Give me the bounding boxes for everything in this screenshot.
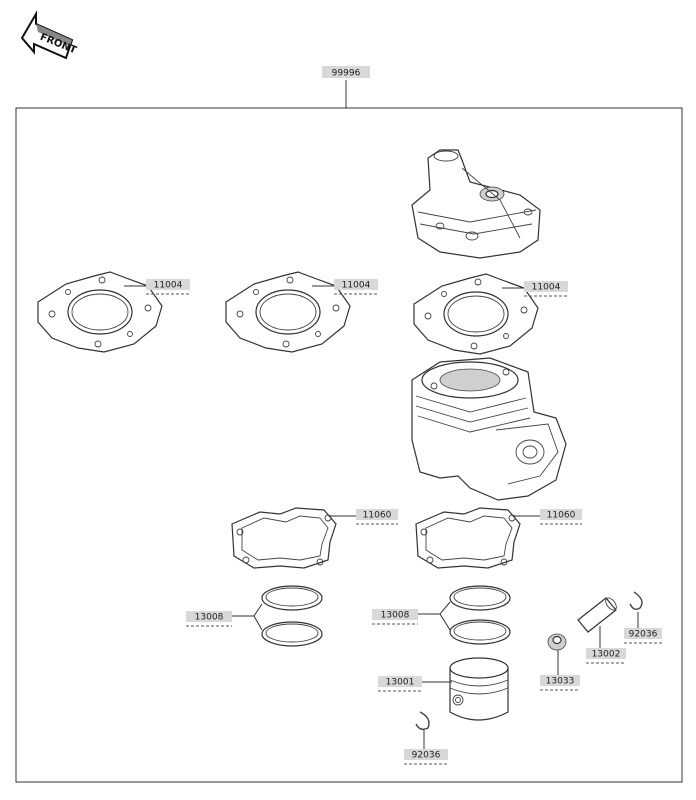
label-head-gasket-1[interactable]: 11004 — [154, 281, 183, 291]
piston-illustration — [449, 657, 509, 721]
base-gasket-2 — [415, 507, 521, 569]
piston-rings-1 — [261, 585, 323, 647]
front-arrow-icon: FRONT — [20, 10, 78, 60]
label-head-gasket-2[interactable]: 11004 — [342, 281, 371, 291]
label-base-gasket-1[interactable]: 11060 — [363, 511, 392, 521]
label-needle-bearing[interactable]: 13033 — [546, 677, 575, 687]
label-piston-rings-2[interactable]: 13008 — [381, 611, 410, 621]
label-piston[interactable]: 13001 — [386, 678, 415, 688]
piston-pin-illustration — [577, 597, 617, 633]
piston-rings-2 — [449, 585, 511, 645]
label-head-gasket-3[interactable]: 11004 — [532, 283, 561, 293]
label-base-gasket-2[interactable]: 11060 — [547, 511, 576, 521]
circlip-bottom-illustration — [415, 711, 430, 731]
label-piston-rings-1[interactable]: 13008 — [195, 613, 224, 623]
head-gasket-3 — [413, 273, 539, 355]
head-gasket-2 — [225, 271, 351, 353]
needle-bearing-illustration — [547, 633, 567, 651]
label-piston-pin[interactable]: 13002 — [592, 650, 621, 660]
base-gasket-1 — [231, 507, 337, 569]
cylinder-head-illustration — [411, 149, 541, 259]
kit-label-bg — [322, 66, 370, 78]
circlip-right-illustration — [629, 591, 643, 611]
label-circlip-bottom[interactable]: 92036 — [412, 751, 441, 761]
cylinder-illustration — [411, 357, 567, 501]
head-gasket-1 — [37, 271, 163, 353]
label-circlip-right[interactable]: 92036 — [629, 630, 658, 640]
kit-label[interactable]: 99996 — [332, 69, 361, 79]
